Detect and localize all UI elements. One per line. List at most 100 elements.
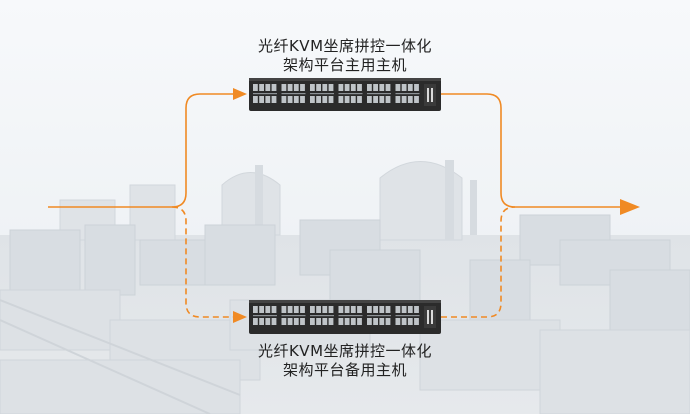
primary-host-label-line2: 架构平台主用主机 bbox=[215, 56, 475, 75]
primary-host-port-divider bbox=[253, 93, 277, 94]
backup-host-port-divider bbox=[310, 315, 334, 316]
primary-host-port bbox=[345, 96, 350, 103]
primary-host-port bbox=[351, 84, 356, 91]
primary-host-port-divider bbox=[367, 93, 391, 94]
backup-host-port bbox=[288, 318, 293, 325]
primary-host-port bbox=[294, 84, 299, 91]
backup-host-port bbox=[253, 306, 258, 313]
backup-host-port bbox=[351, 306, 356, 313]
primary-host-port bbox=[345, 84, 350, 91]
primary-host-port bbox=[310, 84, 315, 91]
backup-host-port bbox=[259, 306, 264, 313]
backup-host-port bbox=[367, 306, 372, 313]
primary-host-port bbox=[259, 96, 264, 103]
primary-host-port bbox=[339, 96, 344, 103]
backup-host-port bbox=[357, 306, 362, 313]
backup-host-port bbox=[379, 318, 384, 325]
primary-host-port bbox=[253, 84, 258, 91]
primary-host-port bbox=[329, 96, 334, 103]
backup-host-port bbox=[373, 306, 378, 313]
backup-host-port bbox=[339, 306, 344, 313]
primary-host-port bbox=[300, 84, 305, 91]
primary-host-port bbox=[253, 96, 258, 103]
primary-host-label: 光纤KVM坐席拼控一体化 架构平台主用主机 bbox=[215, 37, 475, 75]
primary-host-port bbox=[386, 84, 391, 91]
backup-host-port bbox=[351, 318, 356, 325]
backup-host-label-line1: 光纤KVM坐席拼控一体化 bbox=[215, 342, 475, 361]
backup-host-port bbox=[310, 306, 315, 313]
primary-host-port bbox=[402, 96, 407, 103]
primary-host-port bbox=[300, 96, 305, 103]
primary-host-port bbox=[282, 96, 287, 103]
backup-host-port bbox=[288, 306, 293, 313]
backup-host-port bbox=[294, 318, 299, 325]
backup-host-port bbox=[322, 318, 327, 325]
backup-host-port bbox=[396, 318, 401, 325]
primary-host-port bbox=[316, 96, 321, 103]
backup-host-port bbox=[386, 318, 391, 325]
primary-host-port bbox=[322, 84, 327, 91]
backup-host-port bbox=[329, 318, 334, 325]
backup-host-device bbox=[249, 300, 441, 334]
backup-host-port bbox=[357, 318, 362, 325]
backup-host-port bbox=[402, 306, 407, 313]
primary-host-port bbox=[386, 96, 391, 103]
backup-host-port bbox=[322, 306, 327, 313]
primary-host-port bbox=[408, 84, 413, 91]
backup-host-label-line2: 架构平台备用主机 bbox=[215, 361, 475, 380]
primary-host-port bbox=[357, 84, 362, 91]
primary-host-port bbox=[265, 84, 270, 91]
primary-host-port bbox=[379, 84, 384, 91]
primary-host-port bbox=[265, 96, 270, 103]
primary-host-port bbox=[259, 84, 264, 91]
backup-host-port bbox=[316, 318, 321, 325]
backup-host-port bbox=[300, 318, 305, 325]
backup-host-port bbox=[282, 318, 287, 325]
output-arrowhead bbox=[620, 199, 640, 215]
primary-host-port bbox=[367, 96, 372, 103]
input-to-primary-connector bbox=[172, 94, 233, 207]
primary-host-port bbox=[414, 84, 419, 91]
primary-to-output-connector bbox=[441, 94, 622, 207]
backup-host-port bbox=[272, 318, 277, 325]
primary-host-port bbox=[329, 84, 334, 91]
primary-host-port bbox=[373, 96, 378, 103]
backup-host-label: 光纤KVM坐席拼控一体化 架构平台备用主机 bbox=[215, 342, 475, 380]
backup-host-port bbox=[316, 306, 321, 313]
backup-host-port bbox=[300, 306, 305, 313]
primary-host-port bbox=[408, 96, 413, 103]
primary-host-port bbox=[288, 84, 293, 91]
backup-input-arrowhead bbox=[233, 311, 247, 323]
backup-host-port-divider bbox=[339, 315, 363, 316]
backup-host-port bbox=[265, 306, 270, 313]
backup-host-port bbox=[259, 318, 264, 325]
backup-host-port bbox=[265, 318, 270, 325]
primary-host-port bbox=[396, 96, 401, 103]
backup-host-port bbox=[282, 306, 287, 313]
backup-host-port bbox=[408, 306, 413, 313]
backup-host-port bbox=[329, 306, 334, 313]
primary-host-port-divider bbox=[282, 93, 306, 94]
primary-host-port bbox=[310, 96, 315, 103]
input-to-backup-connector bbox=[172, 207, 233, 317]
backup-host-port bbox=[310, 318, 315, 325]
primary-host-port bbox=[379, 96, 384, 103]
backup-host-port bbox=[345, 318, 350, 325]
primary-host-port bbox=[396, 84, 401, 91]
primary-host-port bbox=[402, 84, 407, 91]
backup-host-port bbox=[345, 306, 350, 313]
primary-host-port bbox=[282, 84, 287, 91]
primary-host-port bbox=[316, 84, 321, 91]
primary-host-port bbox=[357, 96, 362, 103]
primary-host-port bbox=[339, 84, 344, 91]
primary-host-port bbox=[294, 96, 299, 103]
primary-host-port bbox=[288, 96, 293, 103]
primary-host-port-divider bbox=[310, 93, 334, 94]
backup-host-port bbox=[414, 306, 419, 313]
primary-host-label-line1: 光纤KVM坐席拼控一体化 bbox=[215, 37, 475, 56]
primary-host-device bbox=[249, 78, 441, 111]
backup-host-port bbox=[396, 306, 401, 313]
backup-host-port-divider bbox=[282, 315, 306, 316]
backup-host-port bbox=[386, 306, 391, 313]
primary-host-port-divider bbox=[339, 93, 363, 94]
